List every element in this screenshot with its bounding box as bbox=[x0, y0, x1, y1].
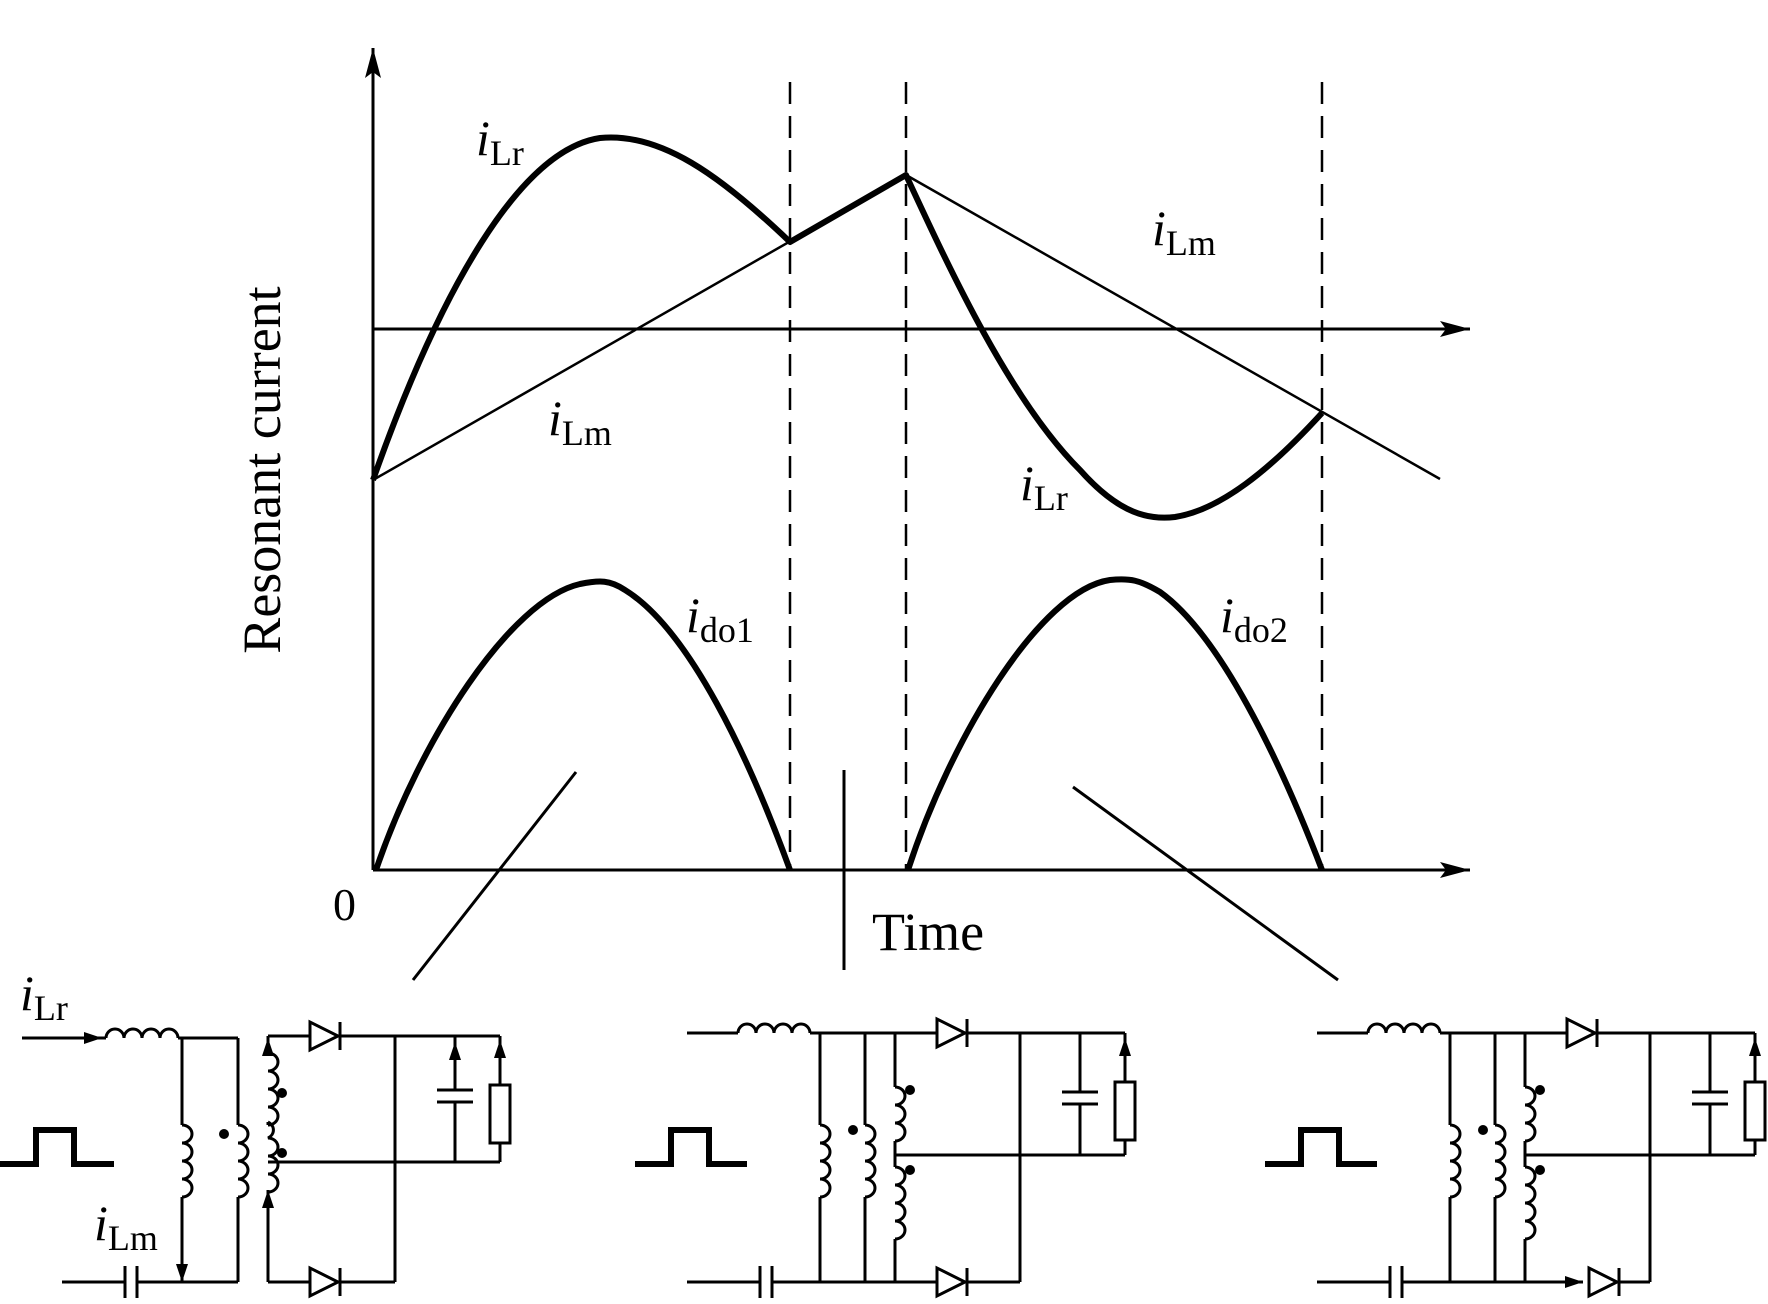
dot-3b bbox=[1535, 1165, 1545, 1175]
label-iLm-top-right: iLm bbox=[1152, 200, 1216, 263]
secondary-winding-3a bbox=[1524, 1085, 1537, 1143]
dashed-time-markers bbox=[788, 82, 1324, 870]
load-resistor-1 bbox=[488, 1083, 512, 1145]
circuit-label-iLr: iLr bbox=[20, 965, 68, 1028]
label-ido1: ido1 bbox=[686, 587, 754, 650]
pulse-source-2 bbox=[635, 1127, 747, 1167]
magnetizing-inductor-3 bbox=[1449, 1123, 1462, 1199]
pulse-source-1 bbox=[0, 1127, 114, 1167]
dot-2b bbox=[905, 1165, 915, 1175]
secondary-winding-3b bbox=[1524, 1165, 1537, 1241]
primary-winding-3 bbox=[1494, 1123, 1507, 1199]
diode-3-top bbox=[1565, 1016, 1599, 1050]
circuit-label-iLm: iLm bbox=[94, 1195, 158, 1258]
diode-1-top bbox=[308, 1019, 342, 1053]
secondary-winding-1a bbox=[267, 1051, 280, 1127]
pointer-line-right bbox=[1072, 785, 1339, 982]
dot-3c bbox=[1478, 1125, 1488, 1135]
dot-2c bbox=[848, 1125, 858, 1135]
diode-2-bottom bbox=[935, 1265, 969, 1299]
resonant-inductor-1 bbox=[104, 1027, 180, 1039]
circuit-2 bbox=[635, 1016, 1137, 1299]
magnetizing-inductor-2 bbox=[819, 1123, 832, 1199]
secondary-winding-2a bbox=[894, 1085, 907, 1143]
label-iLr-top-right: iLr bbox=[1020, 455, 1068, 518]
load-resistor-2 bbox=[1113, 1080, 1137, 1142]
magnetizing-inductor-1 bbox=[181, 1123, 194, 1199]
circuit-3 bbox=[1265, 1016, 1767, 1299]
load-resistor-3 bbox=[1743, 1080, 1767, 1142]
y-axis-label: Resonant current bbox=[232, 286, 292, 653]
dot-1c bbox=[219, 1129, 229, 1139]
diode-1-bottom bbox=[308, 1265, 342, 1299]
pulse-source-3 bbox=[1265, 1127, 1377, 1167]
primary-winding-2 bbox=[864, 1123, 877, 1199]
origin-label: 0 bbox=[333, 879, 356, 930]
diode-2-top bbox=[935, 1016, 969, 1050]
x-axis-label: Time bbox=[872, 902, 984, 962]
label-iLr-top: iLr bbox=[476, 110, 524, 173]
dot-1b bbox=[277, 1148, 287, 1158]
resonant-inductor-3 bbox=[1366, 1022, 1442, 1034]
dot-1a bbox=[277, 1088, 287, 1098]
secondary-winding-1b bbox=[267, 1120, 280, 1194]
resonant-inductor-2 bbox=[736, 1022, 812, 1034]
label-iLm-top-left: iLm bbox=[548, 390, 612, 453]
series-ido2-line bbox=[905, 576, 1325, 872]
label-ido2: ido2 bbox=[1220, 587, 1288, 650]
dot-2a bbox=[905, 1085, 915, 1095]
circuit-1 bbox=[0, 1019, 512, 1299]
secondary-winding-2b bbox=[894, 1165, 907, 1241]
primary-winding-1 bbox=[237, 1123, 250, 1199]
pointer-line-left bbox=[411, 771, 578, 981]
series-ido1-line bbox=[373, 578, 793, 872]
series-iLr-line bbox=[370, 134, 1325, 521]
diode-3-bottom bbox=[1587, 1265, 1621, 1299]
dot-3a bbox=[1535, 1085, 1545, 1095]
